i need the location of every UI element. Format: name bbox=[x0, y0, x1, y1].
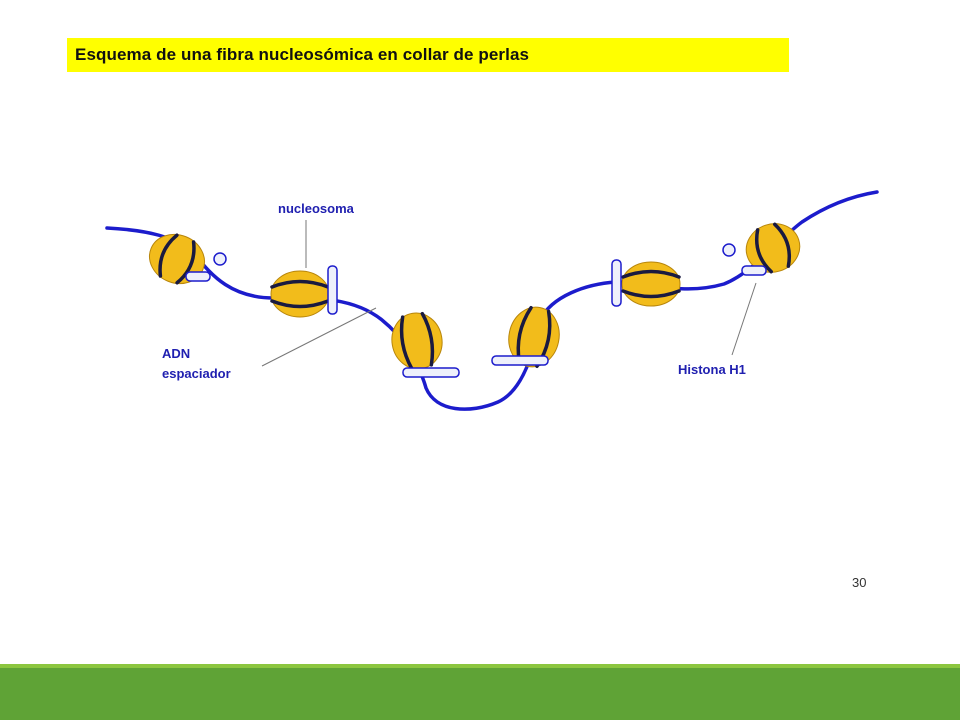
footer-accent-line bbox=[0, 664, 960, 668]
histone-h1-1 bbox=[185, 252, 227, 282]
histone-h1-4 bbox=[491, 355, 549, 366]
nucleosome-2 bbox=[270, 265, 338, 318]
histone-h1-5 bbox=[611, 259, 622, 307]
nucleosome-5 bbox=[611, 259, 681, 307]
histone-h1-2 bbox=[327, 265, 338, 315]
nucleosome-label: nucleosoma bbox=[278, 201, 355, 216]
nucleosome-3 bbox=[391, 311, 460, 378]
nucleosome-4 bbox=[491, 305, 560, 369]
nucleosome-6 bbox=[722, 222, 801, 276]
page-number: 30 bbox=[852, 575, 867, 590]
nucleosome-1 bbox=[149, 233, 227, 285]
title-bar: Esquema de una fibra nucleosómica en col… bbox=[67, 38, 789, 72]
histone-h1-6 bbox=[722, 243, 767, 276]
spacer-dna-label-line1: ADN bbox=[162, 346, 190, 361]
spacer-leader-line bbox=[261, 307, 377, 367]
spacer-dna-label-line2: espaciador bbox=[162, 366, 231, 381]
footer-band bbox=[0, 668, 960, 720]
histone-h1-label: Histona H1 bbox=[678, 362, 746, 377]
histone-h1-3 bbox=[402, 367, 460, 378]
histone-leader-line bbox=[731, 282, 757, 356]
slide-title: Esquema de una fibra nucleosómica en col… bbox=[75, 45, 530, 64]
